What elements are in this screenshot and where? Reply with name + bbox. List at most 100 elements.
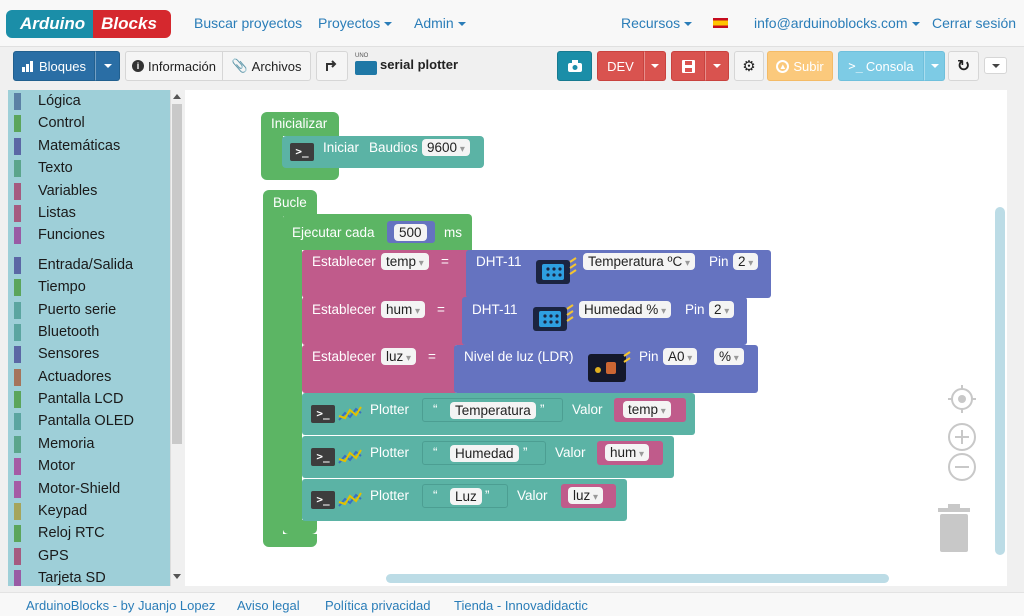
category-item[interactable]: Lógica xyxy=(8,90,184,112)
nav-recursos-dropdown[interactable]: Recursos xyxy=(621,15,693,31)
pin-ldr-dropdown[interactable]: A0 xyxy=(663,348,698,365)
text-field-humedad[interactable]: Humedad xyxy=(450,445,519,462)
nav-proyectos-dropdown[interactable]: Proyectos xyxy=(318,15,393,31)
consola-dropdown-button[interactable] xyxy=(924,51,945,81)
trash-icon[interactable] xyxy=(936,504,972,554)
extra-dropdown[interactable] xyxy=(984,57,1007,74)
logo-text-arduino: Arduino xyxy=(6,10,94,38)
category-item[interactable]: Listas xyxy=(8,202,184,224)
category-label: Puerto serie xyxy=(38,301,117,318)
category-item[interactable]: Control xyxy=(8,112,184,134)
footer-tienda-link[interactable]: Tienda - Innovadidactic xyxy=(454,598,588,613)
category-item[interactable]: Matemáticas xyxy=(8,135,184,157)
chevron-down-icon xyxy=(103,64,112,68)
pin-hum-dropdown[interactable]: 2 xyxy=(709,301,735,318)
set-luz-block[interactable] xyxy=(302,345,458,393)
informacion-button[interactable]: i Información xyxy=(125,51,223,81)
text-field-luz[interactable]: Luz xyxy=(450,488,482,505)
category-color-swatch xyxy=(14,346,21,364)
informacion-label: Información xyxy=(148,58,216,74)
dht-humidity-dropdown[interactable]: Humedad % xyxy=(579,301,672,318)
category-item[interactable]: Motor xyxy=(8,455,184,477)
category-item[interactable]: Keypad xyxy=(8,500,184,522)
category-item[interactable]: Pantalla OLED xyxy=(8,410,184,432)
save-button[interactable] xyxy=(671,51,705,81)
toolbox-scroll-thumb[interactable] xyxy=(172,104,182,444)
category-item[interactable]: Tarjeta SD xyxy=(8,567,184,586)
category-item[interactable]: Reloj RTC xyxy=(8,522,184,544)
nav-buscar-proyectos[interactable]: Buscar proyectos xyxy=(194,15,303,31)
nav-admin-dropdown[interactable]: Admin xyxy=(414,15,466,31)
category-item[interactable]: Memoria xyxy=(8,433,184,455)
zoom-out-icon[interactable] xyxy=(947,452,977,482)
category-item[interactable]: Texto xyxy=(8,157,184,179)
footer-aviso-legal-link[interactable]: Aviso legal xyxy=(237,598,300,613)
category-label: Pantalla OLED xyxy=(38,413,134,430)
recenter-icon[interactable] xyxy=(947,384,977,414)
text-field-temperatura[interactable]: Temperatura xyxy=(450,402,536,419)
dev-button[interactable]: DEV xyxy=(597,51,644,81)
screenshot-button[interactable] xyxy=(557,51,592,81)
category-item[interactable]: Tiempo xyxy=(8,276,184,298)
dev-dropdown-button[interactable] xyxy=(644,51,666,81)
category-item[interactable]: Entrada/Salida xyxy=(8,254,184,276)
interval-value-field[interactable]: 500 xyxy=(394,224,427,241)
inicializar-block-header[interactable] xyxy=(261,112,339,136)
ejecutar-cada-block[interactable] xyxy=(283,214,472,250)
save-dropdown-button[interactable] xyxy=(705,51,729,81)
variable-temp-dropdown[interactable]: temp xyxy=(381,253,429,270)
category-item[interactable]: Variables xyxy=(8,180,184,202)
category-item[interactable]: Pantalla LCD xyxy=(8,388,184,410)
get-temp-dropdown[interactable]: temp xyxy=(623,401,671,418)
bloques-button[interactable]: Bloques xyxy=(13,51,95,81)
archivos-button[interactable]: 📎 Archivos xyxy=(223,51,311,81)
ldr-unit-dropdown[interactable]: % xyxy=(714,348,744,365)
dht-temperature-dropdown[interactable]: Temperatura ºC xyxy=(583,253,696,270)
category-color-swatch xyxy=(14,525,21,543)
chart-line-icon xyxy=(338,449,362,464)
workspace-vertical-scrollbar[interactable] xyxy=(995,207,1005,555)
nav-user-dropdown[interactable]: info@arduinoblocks.com xyxy=(754,15,920,31)
category-color-swatch xyxy=(14,503,21,521)
get-hum-dropdown[interactable]: hum xyxy=(605,444,650,461)
category-color-swatch xyxy=(14,480,21,498)
spain-flag-icon[interactable] xyxy=(713,18,728,28)
category-item[interactable]: Puerto serie xyxy=(8,299,184,321)
refresh-button[interactable]: ↻ xyxy=(948,51,979,81)
plotter-label: Plotter xyxy=(370,402,410,417)
settings-button[interactable]: ⚙ xyxy=(734,51,764,81)
category-item[interactable]: Bluetooth xyxy=(8,321,184,343)
plotter-label: Plotter xyxy=(370,445,410,460)
category-color-swatch xyxy=(14,204,21,222)
nav-logout[interactable]: Cerrar sesión xyxy=(932,15,1017,31)
variable-hum-dropdown[interactable]: hum xyxy=(381,301,426,318)
bucle-block-header[interactable] xyxy=(263,190,317,216)
ejecutar-cada-arm xyxy=(283,248,302,530)
category-label: Texto xyxy=(38,160,73,177)
scroll-down-icon[interactable] xyxy=(173,574,181,579)
footer-credits-link[interactable]: ArduinoBlocks - by Juanjo Lopez xyxy=(26,598,216,613)
category-label: Memoria xyxy=(38,435,95,452)
bloques-dropdown-button[interactable] xyxy=(95,51,120,81)
zoom-in-icon[interactable] xyxy=(947,422,977,452)
category-item[interactable]: Funciones xyxy=(8,224,184,246)
consola-button[interactable]: >_ Consola xyxy=(838,51,924,81)
category-color-swatch xyxy=(14,391,21,409)
scroll-up-icon[interactable] xyxy=(173,94,181,99)
quote-close-icon: ” xyxy=(540,402,545,417)
subir-button[interactable]: ▲ Subir xyxy=(767,51,833,81)
category-item[interactable]: Actuadores xyxy=(8,366,184,388)
variable-luz-dropdown[interactable]: luz xyxy=(381,348,417,365)
category-item[interactable]: Sensores xyxy=(8,343,184,365)
pin-temp-dropdown[interactable]: 2 xyxy=(733,253,759,270)
arduinoblocks-logo[interactable]: Arduino Blocks xyxy=(6,9,171,39)
footer-privacy-link[interactable]: Política privacidad xyxy=(325,598,431,613)
share-button[interactable] xyxy=(316,51,348,81)
category-label: Entrada/Salida xyxy=(38,256,134,273)
category-item[interactable]: GPS xyxy=(8,545,184,567)
get-luz-dropdown[interactable]: luz xyxy=(568,487,604,504)
category-item[interactable]: Motor-Shield xyxy=(8,478,184,500)
workspace-horizontal-scrollbar[interactable] xyxy=(386,574,889,583)
paperclip-icon: 📎 xyxy=(231,58,248,73)
baud-rate-dropdown[interactable]: 9600 xyxy=(422,139,470,156)
